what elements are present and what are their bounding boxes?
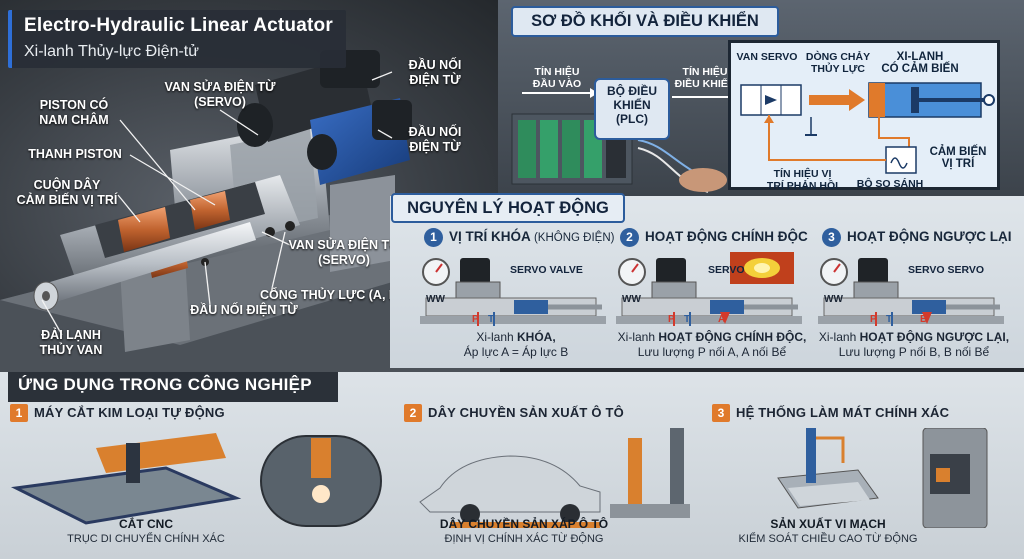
port-label: WW bbox=[824, 294, 843, 305]
callout-piston-nam-cham: PISTON CÓ NAM CHÂM bbox=[39, 98, 109, 127]
actuator-illustration bbox=[0, 50, 500, 372]
application-caption-sub: KIỂM SOÁT CHIỀU CAO TỪ ĐỘNG bbox=[738, 533, 918, 545]
input-arrow bbox=[522, 88, 598, 98]
step-title-main: HOẠT ĐỘNG CHÍNH ĐỘC bbox=[645, 229, 808, 244]
application-illustration bbox=[10, 433, 382, 527]
callout-dai-lanh: ĐẢI LẠNH THỦY VAN bbox=[39, 328, 103, 357]
step-title-suffix: (KHÔNG ĐIỆN) bbox=[530, 232, 615, 244]
step-number: 1 bbox=[424, 228, 443, 247]
step-number: 3 bbox=[822, 228, 841, 247]
sub-title: Xi-lanh Thủy-lực Điện-tử bbox=[24, 43, 199, 60]
step-title-main: VỊ TRÍ KHÓA bbox=[449, 229, 531, 244]
port-label: WW bbox=[426, 294, 445, 305]
application-caption-main: SẢN XUẤT VI MẠCH bbox=[770, 517, 886, 531]
application-item-3: 3 HỆ THỐNG LÀM MÁT CHÍNH XÁC SẢN XUẤT VI … bbox=[708, 402, 1024, 557]
callout-dau-noi-2: ĐẦU NỐI ĐIỆN TỪ bbox=[408, 125, 462, 154]
port-label: P bbox=[870, 314, 877, 325]
caption-prefix: Xi-lanh bbox=[476, 330, 517, 344]
application-number: 3 bbox=[712, 404, 730, 422]
application-illustration bbox=[419, 428, 690, 528]
callout-dau-noi-1: ĐẦU NỐI ĐIỆN TỪ bbox=[408, 58, 462, 87]
block-diagram-heading: SƠ ĐỒ KHỐI VÀ ĐIỀU KHIỂN bbox=[511, 6, 779, 37]
valve-label: SERVO bbox=[708, 264, 745, 276]
application-number: 2 bbox=[404, 404, 422, 422]
callout-van-sua-mid: VAN SỬA ĐIỆN TỪ (SERVO) bbox=[288, 238, 399, 267]
valve-cylinder-drawing bbox=[818, 258, 1004, 326]
step-caption-line2: Lưu lượng P nối B, B nối Bể bbox=[838, 345, 990, 359]
application-caption-sub: TRỤC DI CHUYỂN CHÍNH XÁC bbox=[67, 533, 225, 545]
port-label: P bbox=[472, 314, 479, 325]
comparator-label: BỘ SO SÁNH bbox=[856, 178, 924, 190]
step-number: 2 bbox=[620, 228, 639, 247]
input-signal-label: TÍN HIỆU ĐẦU VÀO bbox=[532, 66, 582, 90]
main-title: Electro-Hydraulic Linear Actuator bbox=[24, 15, 333, 36]
flow-label: DÒNG CHẢY THỦY LỰC bbox=[805, 51, 871, 75]
port-label: WW bbox=[622, 294, 641, 305]
step-caption: Xi-lanh KHÓA,Áp lực A = Áp lực B bbox=[420, 330, 612, 360]
step-title-main: HOẠT ĐỘNG NGƯỢC LẠI bbox=[847, 229, 1012, 244]
port-label: T bbox=[886, 314, 893, 325]
port-label: B bbox=[920, 314, 928, 325]
callout-thanh-piston: THANH PISTON bbox=[28, 147, 122, 161]
step-caption-line2: Lưu lượng P nối A, A nối Bể bbox=[637, 345, 787, 359]
plc-box: BỘ ĐIỀU KHIỂN (PLC) bbox=[594, 78, 670, 140]
feedback-label: TÍN HIỆU VỊ TRÍ PHẢN HỒI bbox=[766, 168, 839, 192]
callout-cong-thuy-luc: CỔNG THỦY LỰC (A, B) bbox=[260, 288, 403, 302]
port-label: P bbox=[668, 314, 675, 325]
application-title: MÁY CẮT KIM LOẠI TỰ ĐỘNG bbox=[34, 405, 225, 420]
step-caption: Xi-lanh HOẠT ĐỘNG NGƯỢC LẠI,Lưu lượng P … bbox=[818, 330, 1010, 360]
title-card: Electro-Hydraulic Linear Actuator Xi-lan… bbox=[8, 10, 346, 68]
step-caption-line1: Xi-lanh HOẠT ĐỘNG CHÍNH ĐỘC, bbox=[616, 330, 808, 345]
cylinder-label: XI-LANH CÓ CẢM BIẾN bbox=[881, 51, 959, 75]
caption-bold: HOẠT ĐỘNG CHÍNH ĐỘC, bbox=[658, 330, 807, 344]
step-caption-line1: Xi-lanh KHÓA, bbox=[420, 330, 612, 345]
step-caption: Xi-lanh HOẠT ĐỘNG CHÍNH ĐỘC,Lưu lượng P … bbox=[616, 330, 808, 360]
callout-leaders bbox=[41, 71, 393, 336]
applications-heading: ỨNG DỤNG TRONG CÔNG NGHIỆP bbox=[18, 375, 312, 394]
application-item-1: 1 MÁY CẮT KIM LOẠI TỰ ĐỘNG CẮT CNC TRỤC DI… bbox=[6, 402, 406, 557]
application-title: HỆ THỐNG LÀM MÁT CHÍNH XÁC bbox=[736, 405, 950, 420]
principle-heading: NGUYÊN LÝ HOẠT ĐỘNG bbox=[391, 193, 625, 223]
valve-cylinder-drawing bbox=[616, 252, 802, 326]
step-title: HOẠT ĐỘNG NGƯỢC LẠI bbox=[847, 229, 1011, 244]
callout-dau-noi-bottom: ĐẦU NỐI ĐIỆN TỪ bbox=[190, 303, 298, 317]
application-title: DÂY CHUYỀN SẢN XUẤT Ô TÔ bbox=[428, 405, 624, 420]
application-item-2: 2 DÂY CHUYỀN SẢN XUẤT Ô TÔ DÂY CHUYỀN SẢN… bbox=[400, 402, 710, 557]
applications-heading-bg bbox=[8, 372, 338, 402]
application-illustration bbox=[777, 428, 988, 528]
step-title: HOẠT ĐỘNG CHÍNH ĐỘC bbox=[645, 229, 808, 244]
plc-label: BỘ ĐIỀU KHIỂN (PLC) bbox=[606, 84, 657, 126]
servo-valve-label: VAN SERVO bbox=[736, 51, 798, 63]
caption-bold: HOẠT ĐỘNG NGƯỢC LẠI, bbox=[859, 330, 1010, 344]
application-caption-sub: ĐỊNH VỊ CHÍNH XÁC TỪ ĐỘNG bbox=[444, 533, 604, 545]
application-caption-main: DÂY CHUYỀN SẢN XÁP Ô TÔ bbox=[439, 517, 609, 531]
servo-loop-diagram bbox=[740, 82, 995, 174]
step-caption-line2: Áp lực A = Áp lực B bbox=[463, 345, 569, 359]
valve-label: SERVO SERVO bbox=[908, 264, 985, 276]
control-signal-label: TÍN HIỆU ĐIỀU KHIỂN bbox=[674, 66, 736, 90]
caption-prefix: Xi-lanh bbox=[818, 330, 860, 344]
caption-bold: KHÓA, bbox=[517, 330, 556, 344]
callout-van-sua-top: VAN SỬA ĐIỆN TỪ (SERVO) bbox=[164, 80, 276, 109]
sensor-label: CẢM BIẾN VỊ TRÍ bbox=[929, 146, 987, 170]
principle-step-1: 1 VỊ TRÍ KHÓA (KHÔNG ĐIỆN) SERVO VALVE WW P… bbox=[420, 224, 614, 364]
step-caption-line1: Xi-lanh HOẠT ĐỘNG NGƯỢC LẠI, bbox=[818, 330, 1010, 345]
valve-cylinder-drawing bbox=[420, 258, 606, 326]
step-title: VỊ TRÍ KHÓA (KHÔNG ĐIỆN) bbox=[449, 229, 614, 244]
port-label: A bbox=[718, 314, 726, 325]
caption-prefix: Xi-lanh bbox=[617, 330, 659, 344]
callout-cuon-day: CUỘN DÂY CẢM BIẾN VỊ TRÍ bbox=[16, 178, 118, 207]
application-number: 1 bbox=[10, 404, 28, 422]
valve-label: SERVO VALVE bbox=[510, 264, 583, 276]
port-label: T bbox=[488, 314, 495, 325]
port-label: T bbox=[684, 314, 691, 325]
application-caption-main: CẮT CNC bbox=[119, 517, 173, 531]
